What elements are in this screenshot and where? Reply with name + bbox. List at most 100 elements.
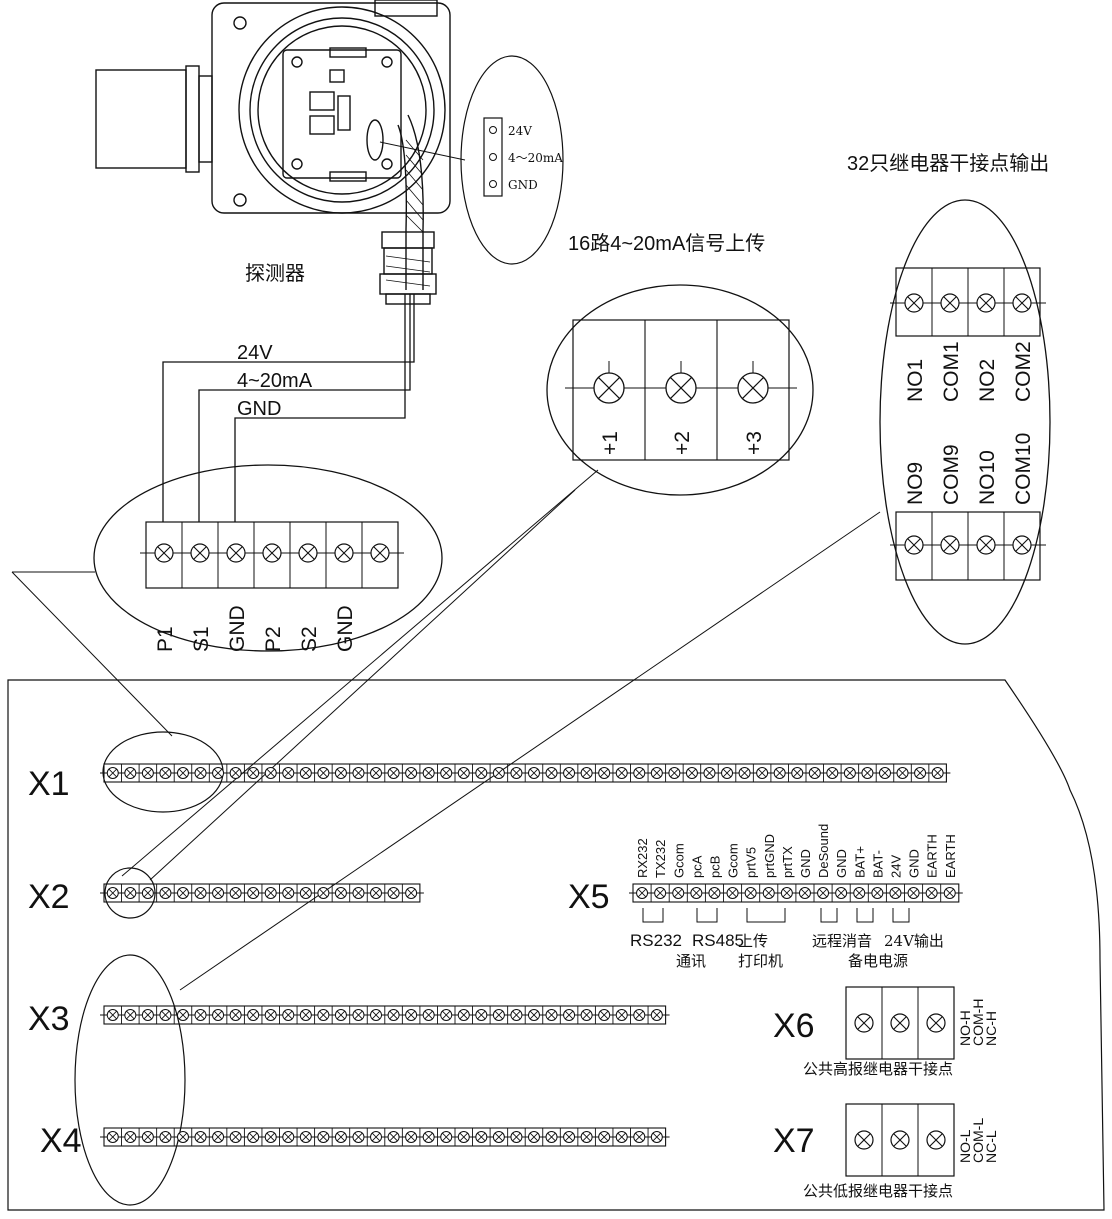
- terminal-screw: [904, 535, 924, 555]
- x5-pin-label: prtGND: [762, 834, 777, 878]
- terminal-screw: [650, 1009, 663, 1021]
- terminal-screw: [247, 887, 260, 899]
- terminal-screw: [580, 1131, 593, 1143]
- x7-name: X7: [773, 1122, 815, 1160]
- control-board-outline: [7, 679, 1105, 1211]
- terminal-screw: [387, 1009, 400, 1021]
- x7-pin-label: NO-L: [957, 1129, 973, 1163]
- terminal-screw: [247, 1131, 260, 1143]
- terminal-screw: [545, 1009, 558, 1021]
- terminal-screw: [405, 1009, 418, 1021]
- x5-pin-label: BAT-: [870, 850, 885, 878]
- terminal-screw: [817, 887, 830, 899]
- terminal-screw: [457, 1131, 470, 1143]
- terminal-screw: [744, 887, 757, 899]
- terminal-screw: [440, 1131, 453, 1143]
- terminal-screw: [914, 767, 927, 779]
- terminal-screw: [808, 767, 821, 779]
- wire-label-gnd: GND: [237, 398, 281, 420]
- terminal-screw: [370, 887, 383, 899]
- terminal-screw: [926, 1130, 946, 1150]
- terminal-screw: [299, 767, 312, 779]
- terminal-screw: [475, 1009, 488, 1021]
- x5-sub-backup-power: 备电电源: [848, 952, 908, 970]
- terminal-screw: [615, 1131, 628, 1143]
- terminal-screw: [334, 1009, 347, 1021]
- terminal-screw: [212, 767, 225, 779]
- terminal-screw: [685, 767, 698, 779]
- terminal-screw: [798, 887, 811, 899]
- terminal-screw: [141, 1131, 154, 1143]
- terminal-screw: [650, 767, 663, 779]
- highlight-x3-x4: [74, 954, 186, 1206]
- terminal-screw: [370, 1009, 383, 1021]
- terminal-screw: [633, 767, 646, 779]
- terminal-screw: [159, 1131, 172, 1143]
- terminal-screw: [650, 1131, 663, 1143]
- terminal-screw: [563, 767, 576, 779]
- terminal-screw: [907, 887, 920, 899]
- zoom-ellipse-x1: [93, 464, 443, 652]
- strip-x4-name: X4: [40, 1122, 82, 1160]
- x6-pin-label: NC-H: [983, 1011, 999, 1046]
- terminal-screw: [976, 535, 996, 555]
- terminal-strip-x2: [100, 883, 424, 903]
- zoom-x3-top-label: COM2: [1012, 341, 1035, 402]
- terminal-screw: [668, 767, 681, 779]
- terminal-screw: [726, 887, 739, 899]
- x6-pin-label: COM-H: [970, 999, 986, 1046]
- terminal-screw: [563, 1009, 576, 1021]
- terminal-screw: [510, 767, 523, 779]
- terminal-screw: [890, 1130, 910, 1150]
- x5-pin-label: prtTX: [780, 846, 795, 878]
- terminal-screw: [352, 767, 365, 779]
- wire-label-4-20ma: 4~20mA: [237, 370, 313, 392]
- terminal-screw: [264, 1009, 277, 1021]
- terminal-screw: [708, 887, 721, 899]
- circuit-board: [282, 49, 402, 179]
- terminal-screw: [176, 767, 189, 779]
- terminal-screw: [492, 1009, 505, 1021]
- board-connector: [483, 117, 503, 197]
- terminal-screw: [352, 1009, 365, 1021]
- terminal-screw: [422, 767, 435, 779]
- x5-pin-label: DeSound: [816, 824, 831, 878]
- terminal-screw: [926, 1013, 946, 1033]
- zoom-x1-label: S1: [190, 626, 213, 652]
- zoom-x3-top-label: COM1: [940, 341, 963, 402]
- terminal-screw: [194, 1009, 207, 1021]
- terminal-screw: [440, 1009, 453, 1021]
- terminal-screw: [194, 767, 207, 779]
- terminal-screw: [282, 887, 295, 899]
- terminal-screw: [940, 293, 960, 313]
- terminal-screw: [756, 767, 769, 779]
- zoom-x3-top-label: NO2: [976, 359, 999, 402]
- terminal-screw: [580, 767, 593, 779]
- strip-x3-name: X3: [28, 1000, 70, 1038]
- detector-caption: 探测器: [245, 261, 305, 285]
- detector-wires: [162, 294, 415, 522]
- strip-x1-name: X1: [28, 765, 70, 803]
- terminal-screw: [690, 887, 703, 899]
- terminal-screw: [387, 767, 400, 779]
- terminal-screw: [247, 767, 260, 779]
- terminal-screw: [940, 535, 960, 555]
- x5-pin-label: BAT+: [852, 846, 867, 878]
- x5-pin-label: 24V: [888, 855, 903, 878]
- terminal-screw: [264, 1131, 277, 1143]
- x5-pin-label: TX232: [653, 840, 668, 878]
- terminal-screw: [264, 767, 277, 779]
- terminal-screw: [440, 767, 453, 779]
- terminal-screw: [176, 887, 189, 899]
- terminal-screw: [212, 1131, 225, 1143]
- cable-gland-body: [95, 69, 187, 169]
- terminal-screw: [633, 1009, 646, 1021]
- terminal-screw: [159, 1009, 172, 1021]
- terminal-screw: [654, 887, 667, 899]
- x5-pin-label: GND: [834, 849, 849, 878]
- terminal-screw: [791, 767, 804, 779]
- x6-caption: 公共高报继电器干接点: [803, 1060, 953, 1078]
